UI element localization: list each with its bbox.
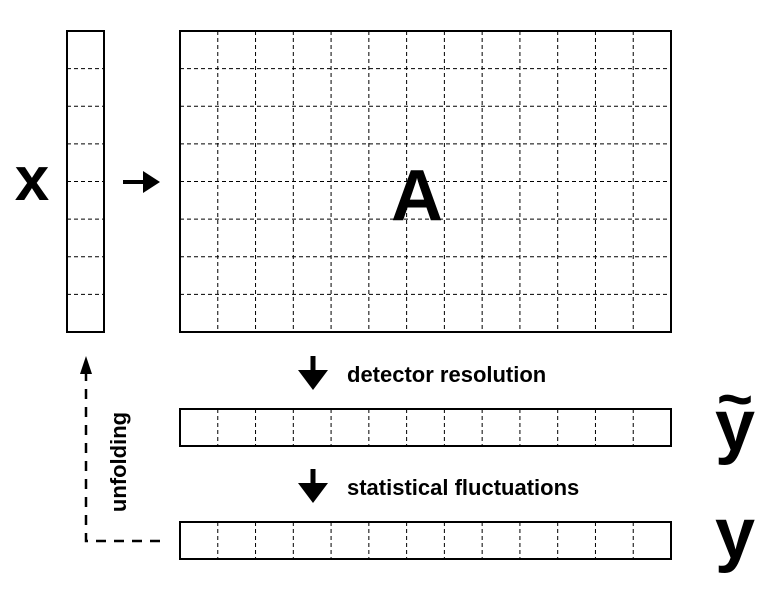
detector-resolution-label: detector resolution bbox=[347, 362, 546, 387]
y-vector bbox=[179, 521, 672, 560]
y-tilde-tilde: ~ bbox=[717, 365, 753, 434]
unfolding-label: unfolding bbox=[106, 412, 131, 512]
x-vector bbox=[66, 30, 105, 333]
y-tilde-vector-frame bbox=[179, 408, 672, 447]
arrow-x-to-a bbox=[123, 171, 160, 193]
x-vector-cell-lines bbox=[67, 68, 104, 295]
y-vector-frame bbox=[179, 521, 672, 560]
y-symbol: y bbox=[715, 494, 755, 574]
matrix-a bbox=[179, 30, 672, 333]
y-tilde-symbol: y bbox=[715, 386, 755, 466]
matrix-a-cell-lines bbox=[180, 31, 671, 332]
unfolding-arrow bbox=[80, 356, 160, 543]
matrix-a-symbol: A bbox=[391, 156, 443, 236]
arrow-detector-resolution bbox=[298, 356, 328, 390]
statistical-fluctuations-label: statistical fluctuations bbox=[347, 475, 579, 500]
x-symbol: x bbox=[15, 145, 50, 214]
arrow-statistical-fluctuations bbox=[298, 469, 328, 503]
y-tilde-cell-lines bbox=[217, 409, 634, 446]
y-cell-lines bbox=[217, 522, 634, 559]
y-tilde-vector bbox=[179, 408, 672, 447]
